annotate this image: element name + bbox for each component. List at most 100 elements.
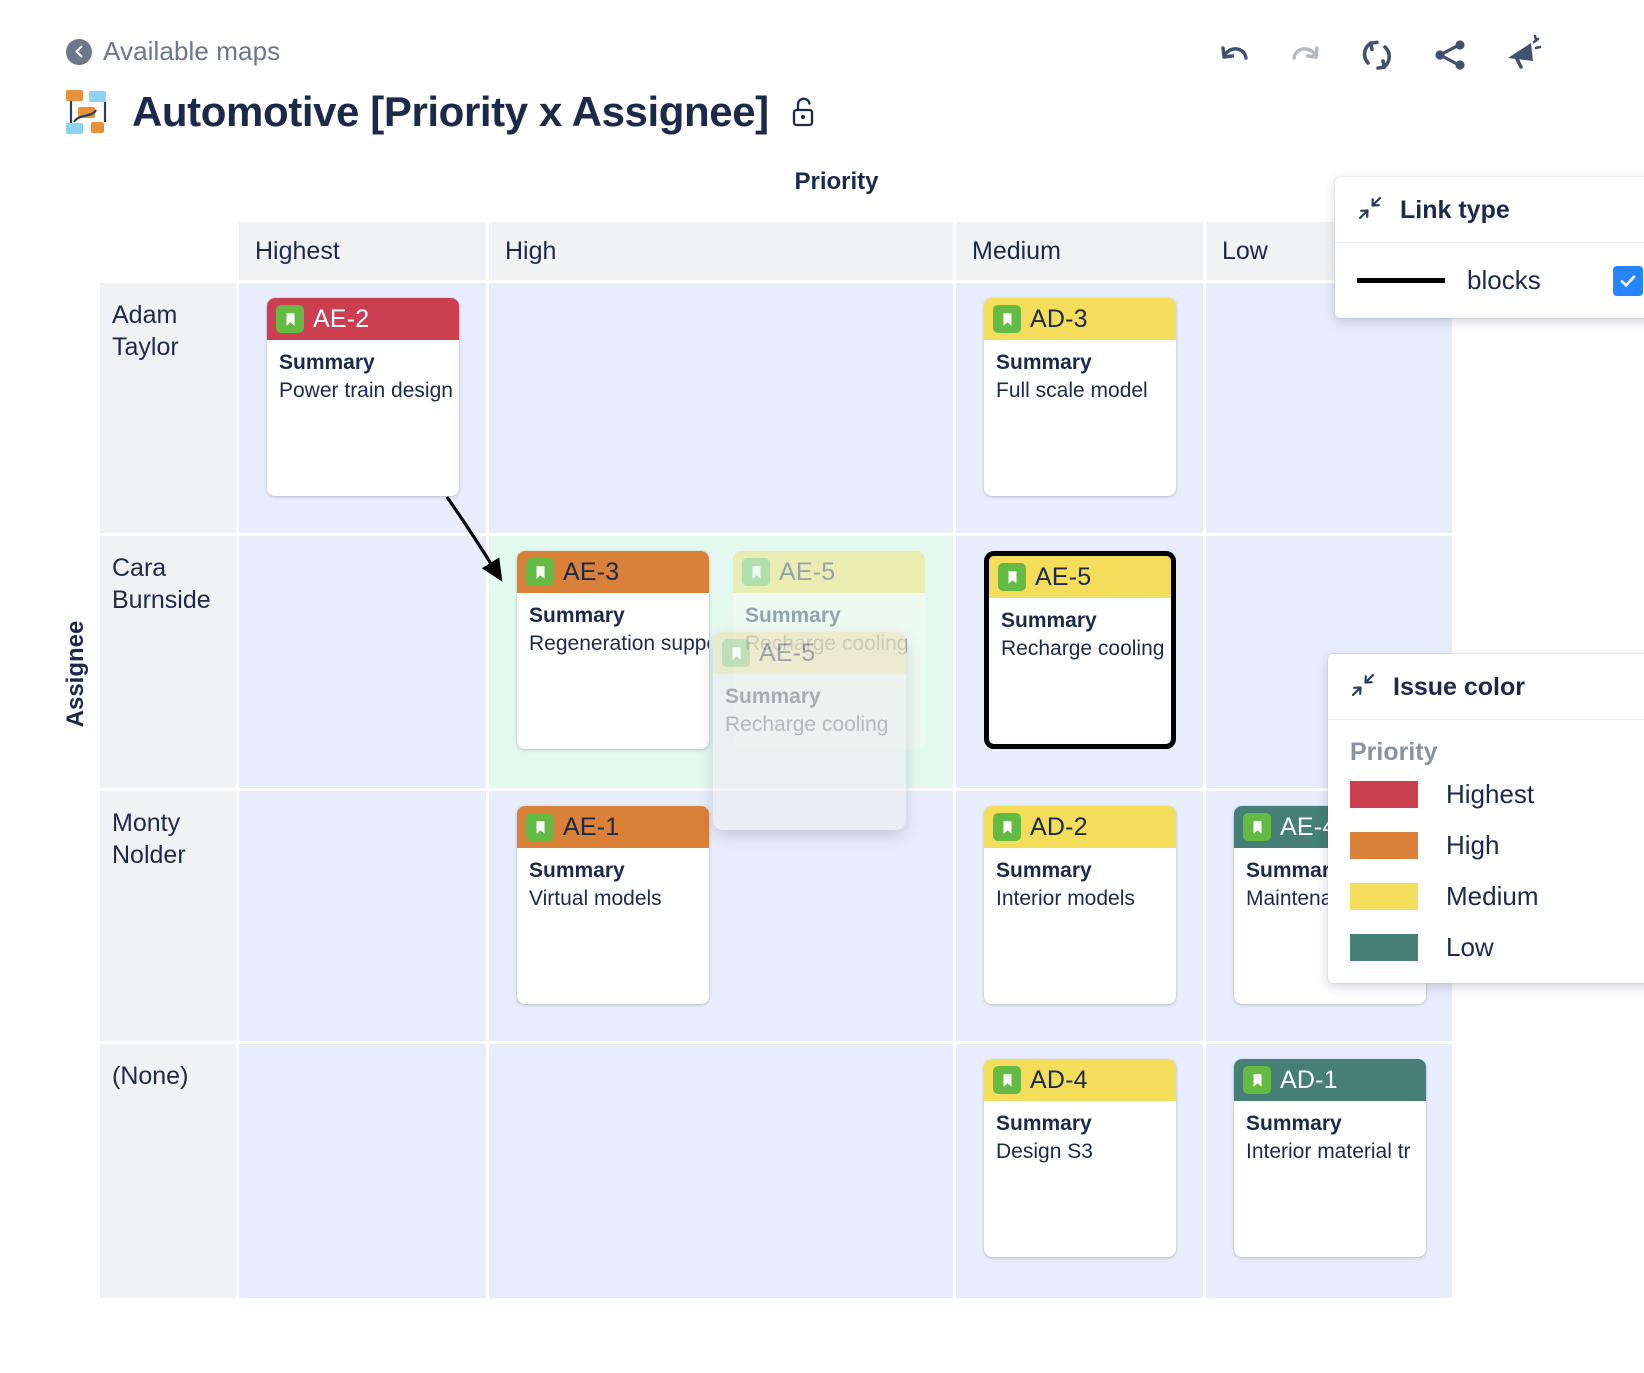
card-header: AE-5 [733, 551, 925, 593]
table-row: Adam Taylor AE-2 Summary Power train des… [100, 283, 1452, 533]
row-header-cara-burnside[interactable]: Cara Burnside [100, 536, 236, 788]
cell-monty-nolder-medium[interactable]: AD-2 Summary Interior models [956, 791, 1203, 1041]
legend-row-medium[interactable]: Medium [1350, 881, 1644, 912]
link-type-label: blocks [1467, 265, 1541, 295]
dependency-map-icon [62, 86, 114, 138]
announcements-button[interactable] [1500, 34, 1544, 78]
column-header-medium[interactable]: Medium [956, 222, 1203, 280]
issue-color-panel-header: Issue color [1328, 654, 1644, 720]
link-type-panel-header: Link type [1335, 177, 1644, 243]
legend-swatch [1350, 832, 1418, 859]
back-to-available-maps-link[interactable]: Available maps [66, 36, 280, 67]
summary-value: Recharge cooling [1001, 637, 1165, 661]
refresh-button[interactable] [1356, 34, 1400, 78]
issue-card-ad-2[interactable]: AD-2 Summary Interior models [984, 806, 1176, 1004]
card-body: Summary Recharge cooling [989, 598, 1171, 664]
summary-label: Summary [279, 351, 375, 374]
link-type-row-blocks[interactable]: blocks [1357, 259, 1643, 300]
megaphone-icon [1501, 34, 1543, 79]
collapse-diagonal-icon[interactable] [1357, 195, 1383, 226]
legend-row-low[interactable]: Low [1350, 932, 1644, 963]
legend-label: Highest [1446, 779, 1535, 809]
issue-card-ad-1[interactable]: AD-1 Summary Interior material tr [1234, 1059, 1426, 1257]
story-bookmark-icon [1243, 1066, 1271, 1094]
legend-row-highest[interactable]: Highest [1350, 779, 1644, 810]
legend-label: Medium [1446, 881, 1539, 911]
card-body: Summary Interior material tr [1234, 1101, 1426, 1167]
card-body: Summary Recharge cooling [713, 674, 906, 740]
cell-adam-taylor-medium[interactable]: AD-3 Summary Full scale model [956, 283, 1203, 533]
row-header-monty-nolder[interactable]: Monty Nolder [100, 791, 236, 1041]
redo-arrow-icon [1286, 35, 1326, 78]
card-header: AE-3 [517, 551, 709, 593]
column-header-highest[interactable]: Highest [239, 222, 486, 280]
link-type-panel-title: Link type [1400, 196, 1510, 224]
undo-button[interactable] [1212, 34, 1256, 78]
column-header-row: Highest High Medium Low [100, 222, 1452, 280]
story-bookmark-icon [742, 558, 770, 586]
legend-row-high[interactable]: High [1350, 830, 1644, 861]
card-header: AE-1 [517, 806, 709, 848]
card-key: AE-1 [563, 812, 620, 841]
column-header-high[interactable]: High [489, 222, 953, 280]
summary-label: Summary [1001, 609, 1097, 632]
redo-button[interactable] [1284, 34, 1328, 78]
issue-card-ad-3[interactable]: AD-3 Summary Full scale model [984, 298, 1176, 496]
issue-card-ad-4[interactable]: AD-4 Summary Design S3 [984, 1059, 1176, 1257]
x-axis-caption: Priority [794, 168, 879, 195]
card-header: AD-4 [984, 1059, 1176, 1101]
collapse-diagonal-icon[interactable] [1350, 672, 1376, 703]
card-body: Summary Full scale model [984, 340, 1176, 406]
share-nodes-icon [1429, 34, 1471, 79]
summary-value: Design S3 [996, 1140, 1093, 1164]
story-bookmark-icon [993, 813, 1021, 841]
page-title: Automotive [Priority x Assignee] [132, 88, 769, 135]
row-header-none[interactable]: (None) [100, 1044, 236, 1298]
cell-cara-burnside-highest[interactable] [239, 536, 486, 788]
cell-none-low[interactable]: AD-1 Summary Interior material tr [1206, 1044, 1452, 1298]
cell-none-high[interactable] [489, 1044, 953, 1298]
card-header: AE-2 [267, 298, 459, 340]
issue-card-ae-2[interactable]: AE-2 Summary Power train design [267, 298, 459, 496]
issue-card-ae-3[interactable]: AE-3 Summary Regeneration support [517, 551, 709, 749]
row-header-adam-taylor[interactable]: Adam Taylor [100, 283, 236, 533]
cell-adam-taylor-highest[interactable]: AE-2 Summary Power train design [239, 283, 486, 533]
story-bookmark-icon [1243, 813, 1271, 841]
back-link-label: Available maps [103, 36, 281, 66]
summary-label: Summary [529, 604, 625, 627]
dragging-card-ae-5[interactable]: AE-5 Summary Recharge cooling [713, 632, 906, 830]
cell-monty-nolder-high[interactable]: AE-1 Summary Virtual models [489, 791, 953, 1041]
summary-label: Summary [1246, 859, 1342, 882]
summary-label: Summary [1246, 1112, 1342, 1135]
cell-cara-burnside-medium[interactable]: AE-5 Summary Recharge cooling [956, 536, 1203, 788]
card-key: AD-3 [1030, 304, 1088, 333]
cell-none-highest[interactable] [239, 1044, 486, 1298]
cell-none-medium[interactable]: AD-4 Summary Design S3 [956, 1044, 1203, 1298]
share-button[interactable] [1428, 34, 1472, 78]
story-bookmark-icon [993, 305, 1021, 333]
card-body: Summary Virtual models [517, 848, 709, 914]
map-toolbar [1212, 34, 1544, 78]
page-title-row: Automotive [Priority x Assignee] [62, 86, 817, 138]
story-bookmark-icon [526, 558, 554, 586]
link-type-checkbox[interactable] [1613, 265, 1643, 296]
grid-corner [100, 222, 236, 280]
card-body: Summary Design S3 [984, 1101, 1176, 1167]
summary-label: Summary [996, 351, 1092, 374]
card-key: AE-3 [563, 557, 620, 586]
cell-monty-nolder-highest[interactable] [239, 791, 486, 1041]
card-key: AE-5 [779, 557, 836, 586]
unlocked-padlock-icon[interactable] [791, 96, 817, 128]
cell-adam-taylor-high[interactable] [489, 283, 953, 533]
card-body: Summary Regeneration support [517, 593, 709, 659]
summary-value: Interior material tr [1246, 1140, 1411, 1164]
legend-swatch [1350, 781, 1418, 808]
issue-card-ae-5[interactable]: AE-5 Summary Recharge cooling [984, 551, 1176, 749]
cell-adam-taylor-low[interactable] [1206, 283, 1452, 533]
summary-label: Summary [996, 859, 1092, 882]
story-bookmark-icon [526, 813, 554, 841]
summary-label: Summary [529, 859, 625, 882]
issue-card-ae-1[interactable]: AE-1 Summary Virtual models [517, 806, 709, 1004]
legend-label: Low [1446, 932, 1494, 962]
